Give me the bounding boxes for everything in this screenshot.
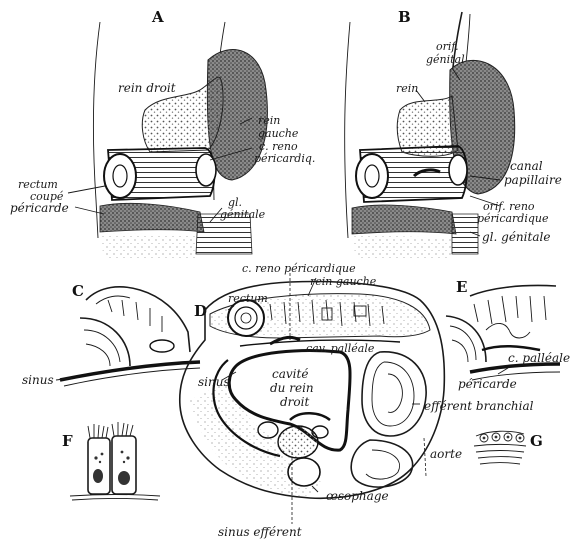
label-pericarde-a: péricarde (10, 201, 69, 215)
panel-b: B orif. génital rein canal papillaire or… (345, 8, 562, 258)
label-rein-b: rein (396, 82, 418, 95)
rectum-circle (228, 300, 264, 336)
label-canal-b-1: canal (510, 159, 543, 173)
cell-f-2 (112, 436, 136, 494)
label-orif-b-1: orif. (436, 40, 459, 53)
panel-e: E c. palléale péricarde (446, 278, 570, 391)
panel-g: G (474, 431, 543, 464)
label-gl-genitale-b: gl. génitale (482, 230, 550, 244)
label-orif-reno-b-2: péricardique (477, 212, 549, 225)
label-c-reno-a-2: péricardiq. (254, 152, 315, 165)
panel-a-letter: A (151, 8, 164, 26)
panel-g-letter: G (530, 432, 543, 450)
label-rein-droit-a: rein droit (118, 81, 176, 95)
label-cavite-d-3: droit (280, 395, 309, 409)
panel-b-letter: B (398, 8, 411, 26)
label-sinus-efferent-d: sinus efférent (218, 525, 302, 539)
panel-e-letter: E (456, 278, 467, 296)
panel-a: A rein droit rein gauche c. reno péricar… (10, 8, 315, 258)
label-c-reno-pericardique-d: c. reno péricardique (242, 262, 356, 275)
label-oesophage-d: œsophage (326, 489, 389, 503)
pericarde-band (100, 203, 204, 232)
rectum-section (104, 154, 136, 198)
label-canal-b-2: papillaire (504, 173, 562, 187)
panel-a-body-outline (93, 22, 100, 238)
label-aorte-d: aorte (430, 447, 462, 461)
label-rectum-d: rectum (228, 292, 268, 305)
label-orif-b-2: génital (426, 53, 465, 66)
label-gl-a-2: génitale (220, 208, 266, 221)
label-pericarde-e: péricarde (458, 377, 517, 391)
label-c-palleale-e: c. palléale (508, 351, 570, 365)
panel-b-body-outline (345, 22, 350, 238)
panel-f-letter: F (62, 432, 73, 450)
label-rein-gauche-a-1: rein (258, 114, 280, 127)
label-cav-palleale-d: cav. palléale (306, 342, 375, 355)
panel-f: F (62, 422, 160, 500)
label-efferent-branchial-d: efférent branchial (424, 399, 534, 413)
cell-f-1 (88, 438, 110, 494)
label-cavite-d-2: du rein (270, 381, 314, 395)
panel-c-letter: C (72, 282, 84, 300)
panel-d: D (180, 262, 534, 539)
label-sinus-d: sinus (198, 375, 230, 389)
label-rein-gauche-d: rein gauche (310, 275, 377, 288)
oesophage-section (288, 458, 320, 486)
label-cavite-d-1: cavité (272, 367, 308, 381)
panel-c: C sinus (22, 282, 200, 387)
label-sinus-c: sinus (22, 373, 54, 387)
label-rein-gauche-a-2: gauche (258, 127, 299, 140)
